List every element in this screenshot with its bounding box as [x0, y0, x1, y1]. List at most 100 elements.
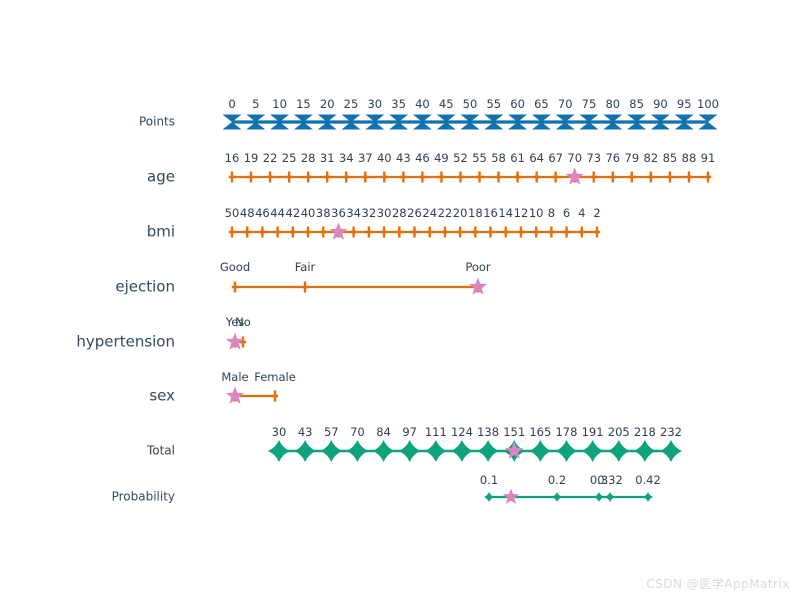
- tick-label: 32: [362, 206, 377, 220]
- value-star-marker: [468, 277, 488, 295]
- tick-marker: [270, 114, 290, 130]
- tick-marker: [609, 171, 616, 183]
- tick-marker: [603, 114, 623, 130]
- tick-marker: [304, 226, 312, 238]
- tick-label: 43: [396, 151, 411, 165]
- tick-marker: [563, 226, 570, 238]
- tick-label: 18: [468, 206, 483, 220]
- tick-marker: [476, 171, 483, 183]
- tick-marker: [320, 226, 327, 238]
- tick-label: Yes: [225, 315, 245, 329]
- tick-marker: [643, 492, 653, 502]
- tick-label: 205: [608, 425, 630, 439]
- tick-label: 111: [425, 425, 447, 439]
- tick-label: Good: [220, 260, 250, 274]
- tick-marker: [555, 440, 578, 462]
- tick-marker: [228, 171, 236, 183]
- tick-marker: [289, 226, 297, 238]
- row-label-bmi: bmi: [147, 223, 175, 241]
- tick-marker: [304, 171, 312, 183]
- tick-marker: [647, 171, 655, 183]
- tick-marker: [605, 492, 615, 502]
- tick-marker: [438, 171, 445, 183]
- row-label-ejection: ejection: [115, 278, 175, 296]
- tick-label: 75: [582, 97, 597, 111]
- tick-marker: [317, 114, 337, 130]
- tick-label: 0.42: [635, 473, 661, 487]
- row-label-hypertension: hypertension: [76, 333, 175, 351]
- tick-marker: [341, 114, 361, 130]
- tick-label: 65: [534, 97, 549, 111]
- tick-marker: [320, 440, 343, 462]
- tick-label: 22: [263, 151, 278, 165]
- tick-label: 37: [358, 151, 373, 165]
- tick-label: 70: [350, 425, 365, 439]
- tick-label: 25: [282, 151, 297, 165]
- tick-label: 232: [660, 425, 682, 439]
- tick-marker: [472, 226, 479, 238]
- tick-label: 60: [510, 97, 525, 111]
- value-star-marker: [505, 441, 524, 459]
- tick-marker: [274, 226, 281, 238]
- tick-label: 40: [301, 206, 316, 220]
- tick-marker: [579, 114, 599, 130]
- tick-label: Male: [221, 370, 248, 384]
- tick-label: 88: [682, 151, 697, 165]
- tick-marker: [555, 114, 575, 130]
- tick-marker: [350, 226, 357, 238]
- tick-label: 6: [563, 206, 570, 220]
- tick-marker: [294, 440, 317, 462]
- tick-marker: [704, 171, 712, 183]
- tick-label: 10: [272, 97, 287, 111]
- tick-marker: [293, 114, 313, 130]
- tick-marker: [268, 440, 290, 462]
- tick-marker: [533, 171, 540, 183]
- tick-label: 85: [663, 151, 678, 165]
- tick-label: Poor: [465, 260, 491, 274]
- tick-label: 12: [514, 206, 529, 220]
- tick-marker: [698, 114, 718, 130]
- tick-marker: [247, 171, 255, 183]
- tick-marker: [398, 440, 421, 462]
- tick-marker: [495, 171, 502, 183]
- tick-marker: [477, 440, 500, 462]
- tick-label: 8: [548, 206, 555, 220]
- tick-marker: [508, 114, 528, 130]
- tick-label: 76: [605, 151, 620, 165]
- row-label-sex: sex: [149, 387, 175, 405]
- tick-marker: [246, 114, 266, 130]
- tick-marker: [593, 226, 601, 238]
- tick-label: 42: [286, 206, 301, 220]
- tick-marker: [380, 226, 388, 238]
- value-star-marker: [225, 386, 245, 404]
- tick-label: 70: [558, 97, 573, 111]
- tick-label: 20: [320, 97, 335, 111]
- tick-label: 44: [270, 206, 285, 220]
- tick-marker: [400, 171, 407, 183]
- tick-marker: [343, 171, 350, 183]
- tick-label: 38: [316, 206, 331, 220]
- tick-label: 48: [240, 206, 255, 220]
- tick-label: 50: [225, 206, 240, 220]
- tick-label: 40: [377, 151, 392, 165]
- tick-label: 30: [272, 425, 287, 439]
- tick-label: 73: [586, 151, 601, 165]
- tick-label: 84: [376, 425, 391, 439]
- tick-marker: [412, 114, 432, 130]
- tick-label: 30: [367, 97, 382, 111]
- tick-label: 178: [555, 425, 577, 439]
- tick-marker: [607, 440, 630, 462]
- tick-label: 36: [331, 206, 346, 220]
- tick-marker: [228, 226, 236, 238]
- tick-marker: [660, 440, 682, 462]
- tick-label: 35: [391, 97, 406, 111]
- tick-marker: [266, 171, 274, 183]
- tick-label: 20: [453, 206, 468, 220]
- tick-marker: [365, 226, 373, 238]
- tick-marker: [362, 171, 369, 183]
- tick-label: 191: [582, 425, 604, 439]
